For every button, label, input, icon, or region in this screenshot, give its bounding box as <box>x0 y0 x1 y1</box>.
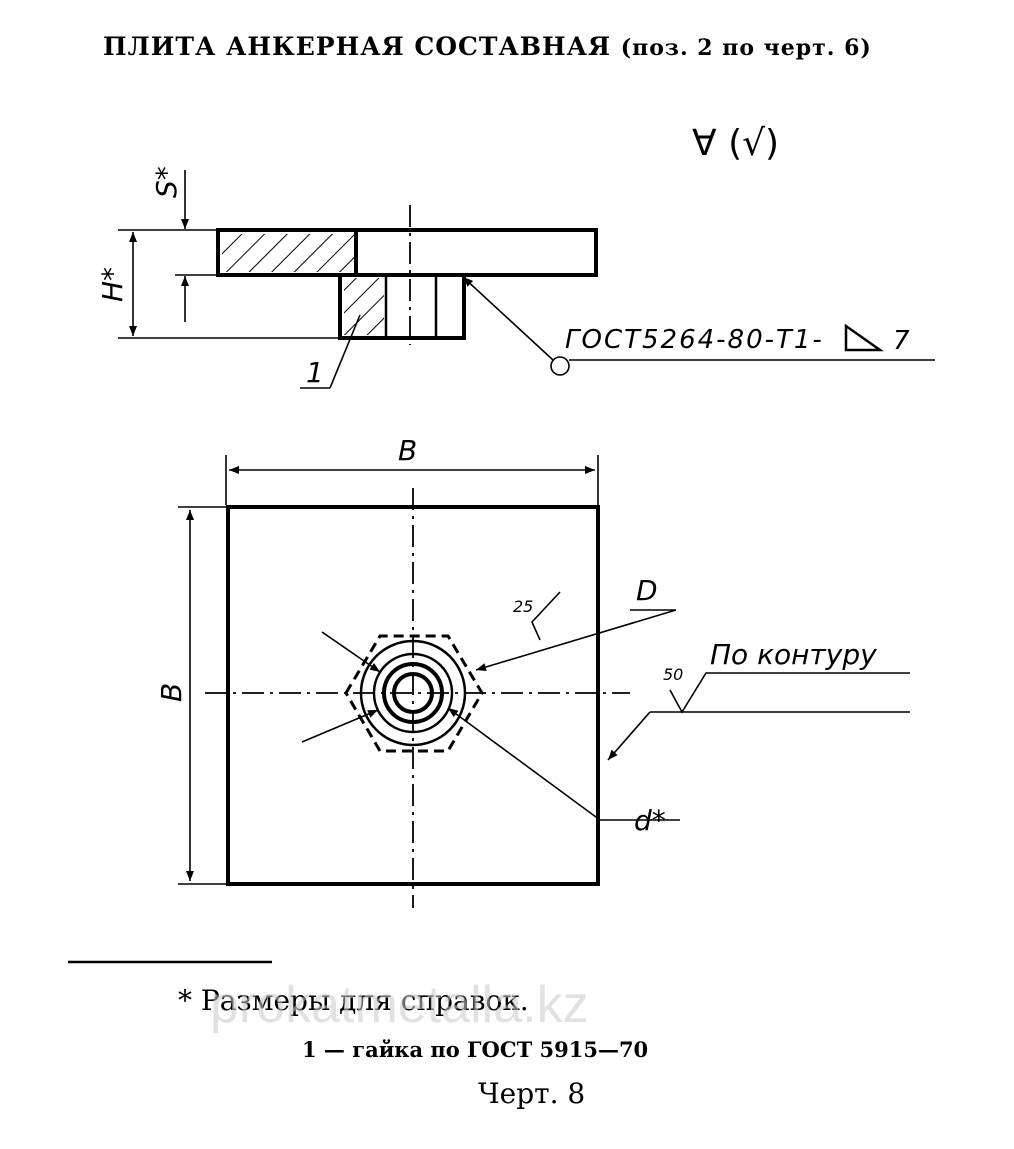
contour-label: По контуру <box>710 638 877 671</box>
hole-D-circle <box>382 662 444 724</box>
drawing-title: ПЛИТА АНКЕРНАЯ СОСТАВНАЯ (поз. 2 по черт… <box>103 32 872 61</box>
roughness-50-label: 50 <box>663 665 683 684</box>
contour-leader <box>607 711 651 761</box>
weld-leader <box>462 276 554 361</box>
weld-triangle-icon <box>844 323 884 352</box>
roughness-25-label: 25 <box>513 597 533 616</box>
s-label: S* <box>150 166 183 198</box>
section-view: H* S* 1 ГОСТ5264-80-Т1- 7 <box>96 166 935 389</box>
diameter-D-label: D <box>636 574 658 607</box>
plate-hatch <box>222 234 354 272</box>
roughness-25-mark <box>531 591 561 641</box>
nut-section <box>338 273 466 340</box>
diameter-D-leader <box>475 609 677 671</box>
figure-label: Черт. 8 <box>478 1077 585 1110</box>
part-number-label: 1 <box>306 356 324 389</box>
diameter-d-label: d* <box>634 804 666 837</box>
bore-arrow-lower <box>301 709 379 743</box>
weld-leg-label: 7 <box>893 326 912 356</box>
bore-arrow-upper <box>321 631 381 673</box>
roughness-50-mark <box>669 672 910 714</box>
width-label-top: B <box>398 434 417 467</box>
gost-weld-label: ГОСТ5264-80-Т1- <box>565 325 824 355</box>
diameter-d-leader <box>447 707 680 821</box>
hole-d-circle <box>392 672 434 714</box>
nut-hexagon <box>344 634 484 753</box>
plan-view: B B D 25 d* 50 По контуру <box>155 434 910 908</box>
washer-circle <box>372 652 454 734</box>
note-reference: * Размеры для справок. <box>178 984 529 1017</box>
drawing-title-ref: (поз. 2 по черт. 6) <box>621 35 872 61</box>
watermark: prokatmetalla.kz <box>210 976 589 1034</box>
h-label: H* <box>96 267 129 302</box>
roughness-mark: ∀ (√) <box>692 123 779 164</box>
nut-hatch <box>344 278 384 335</box>
width-label-side: B <box>155 683 188 702</box>
weld-circle <box>550 356 570 376</box>
nut-outer-circle <box>359 639 467 747</box>
note-nut: 1 — гайка по ГОСТ 5915—70 <box>302 1037 648 1062</box>
